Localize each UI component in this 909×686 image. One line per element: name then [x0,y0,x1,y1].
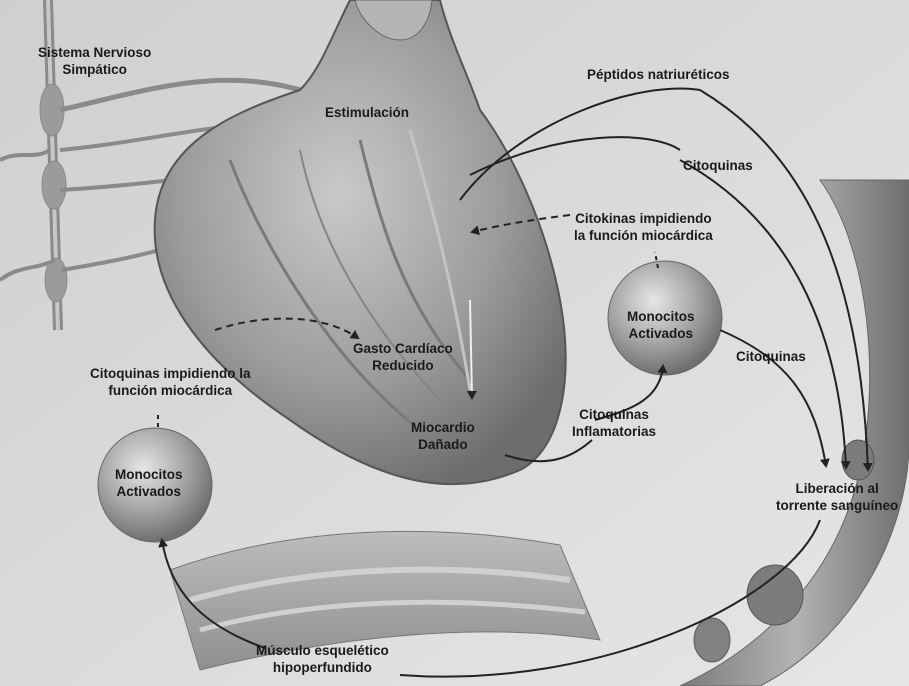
label-gasto-cardiaco: Gasto Cardíaco Reducido [353,340,453,374]
label-citoquinas-impidiendo-left: Citoquinas impidiendo la función miocárd… [90,365,251,399]
label-miocardio: Miocardio Dañado [411,419,475,453]
label-musculo: Músculo esquelético hipoperfundido [256,642,389,676]
label-citoquinas-right: Citoquinas [736,348,806,365]
label-estimulacion: Estimulación [325,104,409,121]
label-citoquinas-inflamatorias: Citoquinas Inflamatorias [572,406,656,440]
label-monocitos-left: Monocitos Activados [115,466,183,500]
label-citokinas-impidiendo: Citokinas impidiendo la función miocárdi… [574,210,713,244]
label-citoquinas-top: Citoquinas [683,157,753,174]
label-liberacion: Liberación al torrente sanguíneo [776,480,898,514]
label-monocitos-right: Monocitos Activados [627,308,695,342]
label-peptidos: Péptidos natriuréticos [587,66,730,83]
label-sistema-nervioso: Sistema Nervioso Simpático [38,44,151,78]
